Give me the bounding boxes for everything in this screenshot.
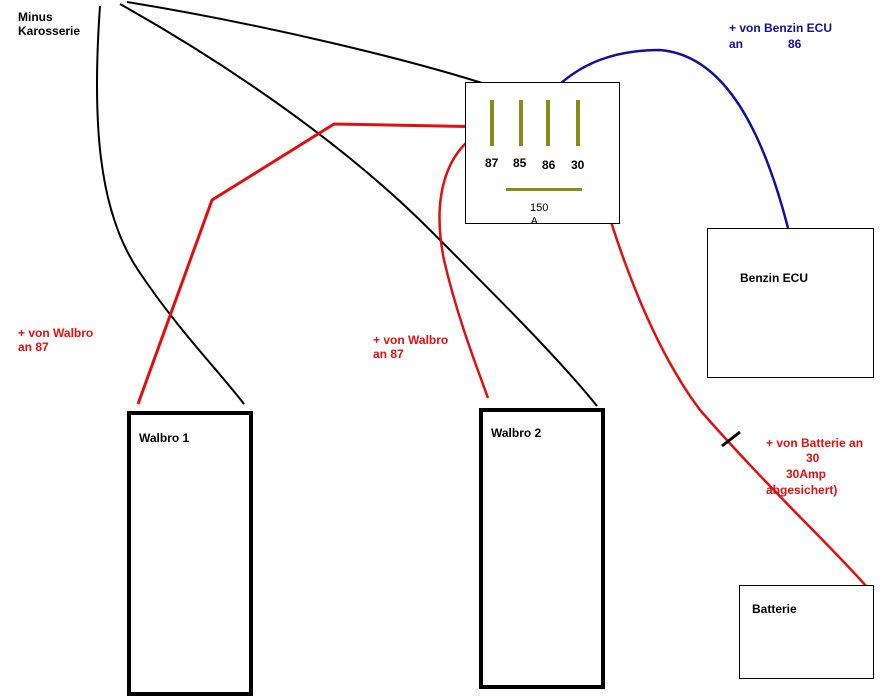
walbro2-feed-label-line-1: + von Walbro <box>373 333 449 347</box>
ground-label-line-2: Karosserie <box>18 24 81 38</box>
relay-contact-85 <box>519 100 523 146</box>
walbro2-feed-label: + von Walbro an 87 <box>373 333 448 361</box>
fuse-mark <box>721 430 741 448</box>
relay-rating: 150 <box>530 202 549 214</box>
battery-box: Batterie <box>739 585 874 679</box>
relay-pin-label-86: 86 <box>542 158 556 172</box>
ecu-box: Benzin ECU <box>707 228 874 378</box>
power-wire-walbro1-87 <box>136 122 495 405</box>
relay-pin-label-30: 30 <box>571 158 585 172</box>
battery-feed-label-line-2: 30 <box>806 451 820 465</box>
ecu-signal-label-line-1: + von Benzin ECU <box>729 21 833 35</box>
relay-pin-label-87: 87 <box>485 156 499 170</box>
battery-title: Batterie <box>752 602 797 616</box>
walbro2-title: Walbro 2 <box>491 426 542 440</box>
ecu-signal-label-pin: 86 <box>788 37 802 51</box>
ground-label-line-1: Minus <box>18 10 53 24</box>
relay-contact-30 <box>576 100 580 146</box>
relay-pin-label-85: 85 <box>513 156 527 170</box>
ground-label: Minus Karosserie <box>18 10 80 38</box>
relay-contact-87 <box>490 100 494 146</box>
power-wire-walbro2-87 <box>438 125 495 399</box>
walbro1-box: Walbro 1 <box>127 411 253 696</box>
ecu-signal-label-line-2: an <box>729 37 744 51</box>
ground-wire-walbro1 <box>95 5 245 405</box>
battery-feed-label-line-3: 30Amp <box>786 467 827 481</box>
walbro2-box: Walbro 2 <box>479 408 605 689</box>
walbro1-feed-label: + von Walbro an 87 <box>18 326 93 354</box>
walbro1-feed-label-line-1: + von Walbro <box>18 326 94 340</box>
ecu-title: Benzin ECU <box>740 271 809 285</box>
battery-feed-label-line-4: abgesichert) <box>766 483 838 497</box>
ground-wire-relay-85 <box>126 1 522 97</box>
walbro2-feed-label-line-2: an 87 <box>373 347 404 361</box>
relay-contact-86 <box>546 100 550 146</box>
relay-rating-unit: A <box>531 216 538 227</box>
walbro1-title: Walbro 1 <box>139 431 190 445</box>
ground-wire-walbro2 <box>119 3 598 407</box>
walbro1-feed-label-line-2: an 87 <box>18 340 49 354</box>
relay-box <box>465 82 620 224</box>
signal-wire-ecu-86 <box>547 48 790 229</box>
relay-coil-bar <box>506 188 582 191</box>
battery-feed-label-line-1: + von Batterie an <box>766 436 864 450</box>
